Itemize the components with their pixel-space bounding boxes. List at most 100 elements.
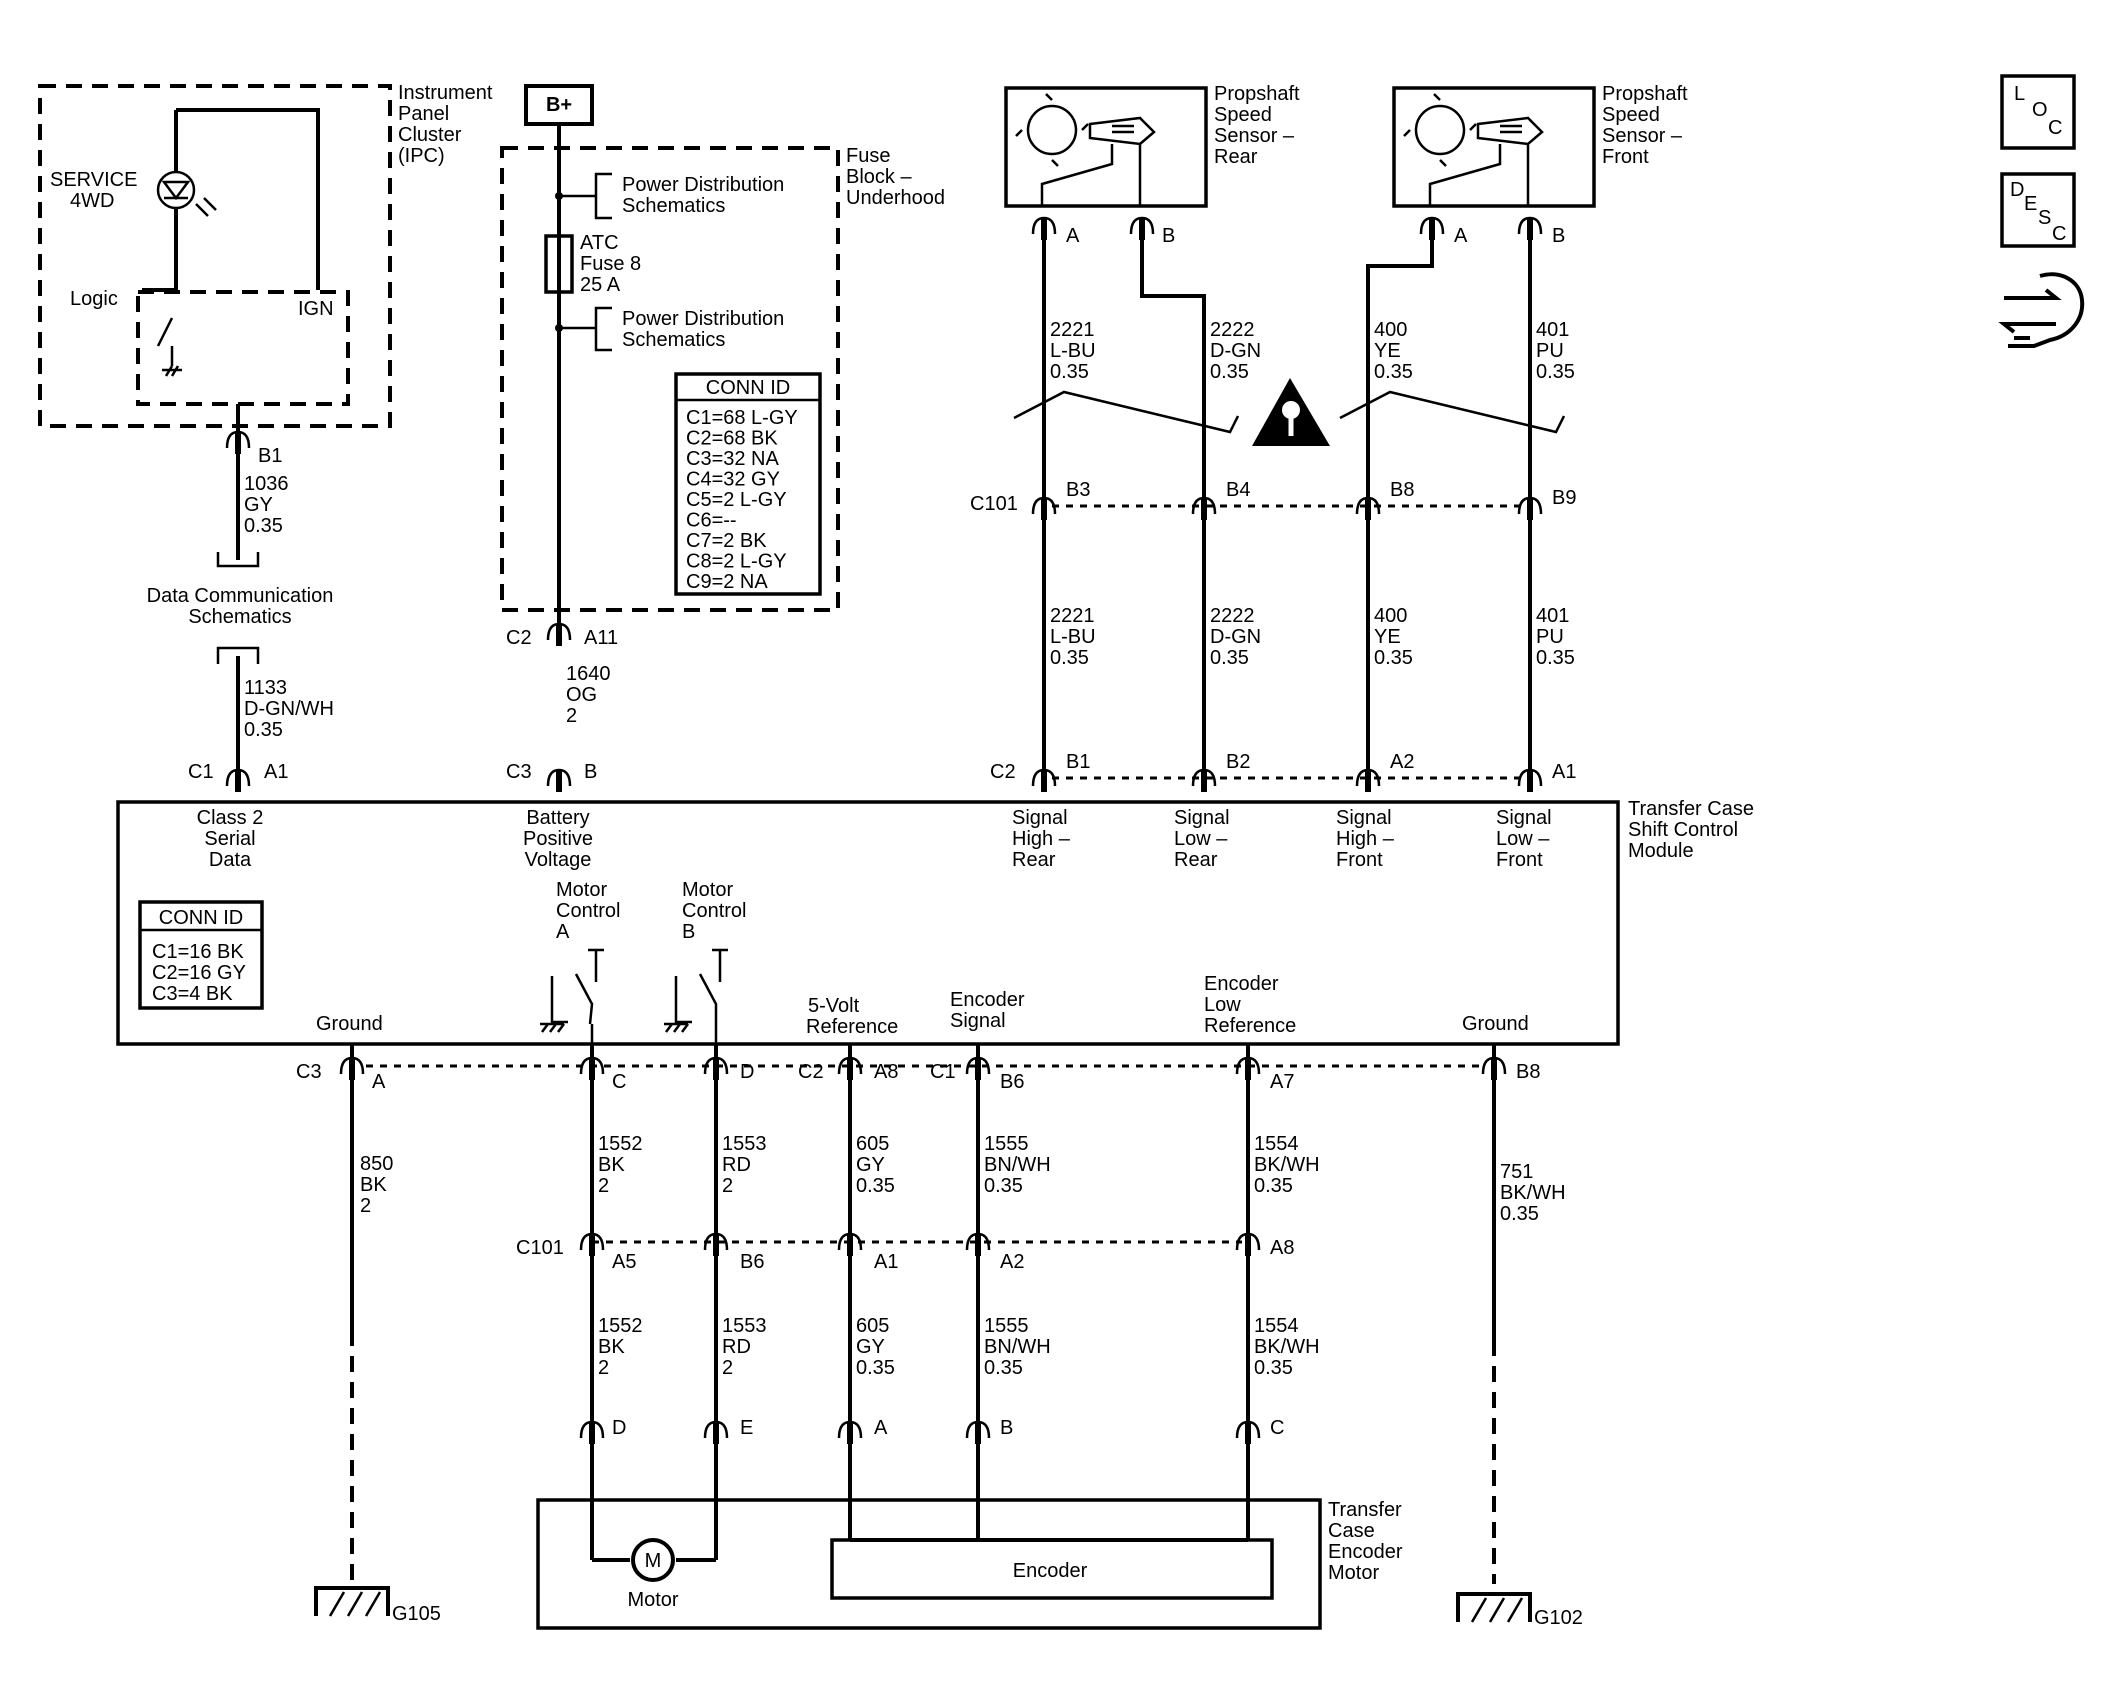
desc-icon[interactable]: D E S C — [2000, 172, 2076, 248]
caution-icon — [1252, 378, 1330, 446]
module-label: Transfer Case Shift Control Module — [1628, 798, 1754, 862]
sensor-front-label: Propshaft Speed Sensor – Front — [1602, 83, 1688, 168]
wire-1554-label-top-0: 1554 — [1254, 1133, 1299, 1155]
wire-1640-label-2: 2 — [566, 705, 577, 727]
conn-id-module — [138, 900, 264, 1010]
conn-module-item-2: C3=4 BK — [152, 983, 233, 1005]
pin-label-2: A1 — [264, 761, 288, 783]
pd-bracket-2 — [559, 306, 612, 352]
svg-text:O: O — [2032, 99, 2048, 121]
pin-label-4: A11 — [584, 627, 618, 649]
wire-751-label-1: BK/WH — [1500, 1182, 1566, 1204]
svg-text:Speed: Speed — [1602, 104, 1660, 126]
logic-switch-icon — [156, 317, 182, 377]
pin-label-16: B1 — [1066, 751, 1090, 773]
conn-fuse-item-8: C9=2 NA — [686, 571, 768, 593]
wire-1553-label-bottom-2: 2 — [722, 1357, 733, 1379]
pin-label-39: B — [1000, 1417, 1013, 1439]
svg-text:Front: Front — [1602, 146, 1649, 168]
ground-g105-icon — [314, 1586, 390, 1617]
wrench-hand-icon[interactable] — [1998, 272, 2085, 348]
wire-400-label-bottom-0: 400 — [1374, 605, 1407, 627]
wire-401-label-top-1: PU — [1536, 340, 1564, 362]
pin-label-36: D — [612, 1417, 626, 1439]
wire-2222-label-top-1: D-GN — [1210, 340, 1261, 362]
wire-850-label-1: BK — [360, 1174, 387, 1196]
pin-label-6: B — [584, 761, 597, 783]
data-comm-line2: Schematics — [188, 606, 291, 628]
module-box — [116, 800, 1620, 1046]
ign-wire — [176, 108, 320, 290]
conn-fuse-item-5: C6=-- — [686, 510, 737, 532]
wire-1553-label-top-2: 2 — [722, 1175, 733, 1197]
svg-text:Module: Module — [1628, 840, 1694, 862]
encoder-leads — [848, 1530, 1250, 1542]
wire-1036-label-2: 0.35 — [244, 515, 283, 537]
wire-2222-label-bottom-2: 0.35 — [1210, 647, 1249, 669]
svg-text:High –: High – — [1336, 828, 1395, 850]
svg-text:Motor: Motor — [1328, 1562, 1379, 1584]
fuse-block-boundary — [500, 146, 840, 612]
pin-label-17: B2 — [1226, 751, 1250, 773]
pin-label-32: B6 — [740, 1251, 764, 1273]
fuse-icon — [544, 234, 574, 294]
svg-text:Positive: Positive — [523, 828, 593, 850]
wire-1555-label-bottom-1: BN/WH — [984, 1336, 1051, 1358]
svg-text:Propshaft: Propshaft — [1214, 83, 1300, 105]
bplus-label: B+ — [546, 94, 572, 116]
svg-text:Motor: Motor — [556, 879, 607, 901]
twist-mark-front — [1339, 390, 1566, 434]
svg-text:Signal: Signal — [1012, 807, 1068, 829]
wire-751-label-2: 0.35 — [1500, 1203, 1539, 1225]
wire-2222 — [1140, 226, 1206, 790]
pin-label-22: C — [612, 1071, 626, 1093]
pin-label-10: B — [1552, 225, 1565, 247]
pin-label-25: A8 — [874, 1061, 898, 1083]
svg-text:Control: Control — [556, 900, 620, 922]
pd1-line1: Power Distribution — [622, 174, 784, 196]
svg-text:Front: Front — [1496, 849, 1543, 871]
wire-2221-label-bottom-2: 0.35 — [1050, 647, 1089, 669]
loc-icon[interactable]: L O C — [2000, 74, 2076, 150]
wire-1036-label-0: 1036 — [244, 473, 289, 495]
pin-label-24: C2 — [798, 1061, 824, 1083]
sensor-front-icon — [1403, 93, 1544, 167]
pd1-line2: Schematics — [622, 195, 725, 217]
fuse-block-label: Fuse Block – Underhood — [846, 145, 945, 209]
conn-fuse-item-3: C4=32 GY — [686, 469, 780, 491]
svg-text:Shift Control: Shift Control — [1628, 819, 1738, 841]
wire-400 — [1366, 226, 1434, 790]
wire-1554-label-bottom-1: BK/WH — [1254, 1336, 1320, 1358]
wire-2222-label-bottom-1: D-GN — [1210, 626, 1261, 648]
svg-text:Control: Control — [682, 900, 746, 922]
dc-bracket-top — [216, 552, 260, 568]
wire-1555-label-top-0: 1555 — [984, 1133, 1029, 1155]
svg-text:Signal: Signal — [1496, 807, 1552, 829]
led-icon — [156, 170, 217, 217]
ground-g102-icon — [1456, 1592, 1532, 1623]
wire-1553-label-top-1: RD — [722, 1154, 751, 1176]
pin-label-35: A8 — [1270, 1237, 1294, 1259]
svg-text:Encoder: Encoder — [1204, 973, 1279, 995]
pin-label-5: C3 — [506, 761, 532, 783]
ipc-label: Instrument Panel Cluster (IPC) — [398, 82, 493, 167]
wire-1554-label-bottom-2: 0.35 — [1254, 1357, 1293, 1379]
wire-605-label-top-1: GY — [856, 1154, 885, 1176]
conn-module-title: CONN ID — [159, 907, 243, 929]
encoder-label: Encoder — [1013, 1560, 1088, 1582]
svg-text:Block –: Block – — [846, 166, 912, 188]
pd-bracket-1 — [559, 172, 612, 220]
pin-label-37: E — [740, 1417, 753, 1439]
sensor-front-box — [1392, 86, 1596, 208]
wire-751-label-0: 751 — [1500, 1161, 1533, 1183]
wire-1553-label-bottom-1: RD — [722, 1336, 751, 1358]
pin-label-21: A — [372, 1071, 386, 1093]
pin-label-1: C1 — [188, 761, 214, 783]
conn-fuse-item-6: C7=2 BK — [686, 530, 767, 552]
motor-symbol: M — [645, 1550, 662, 1572]
wire-401-label-bottom-2: 0.35 — [1536, 647, 1575, 669]
wire-401-label-top-2: 0.35 — [1536, 361, 1575, 383]
wire-605-label-bottom-1: GY — [856, 1336, 885, 1358]
